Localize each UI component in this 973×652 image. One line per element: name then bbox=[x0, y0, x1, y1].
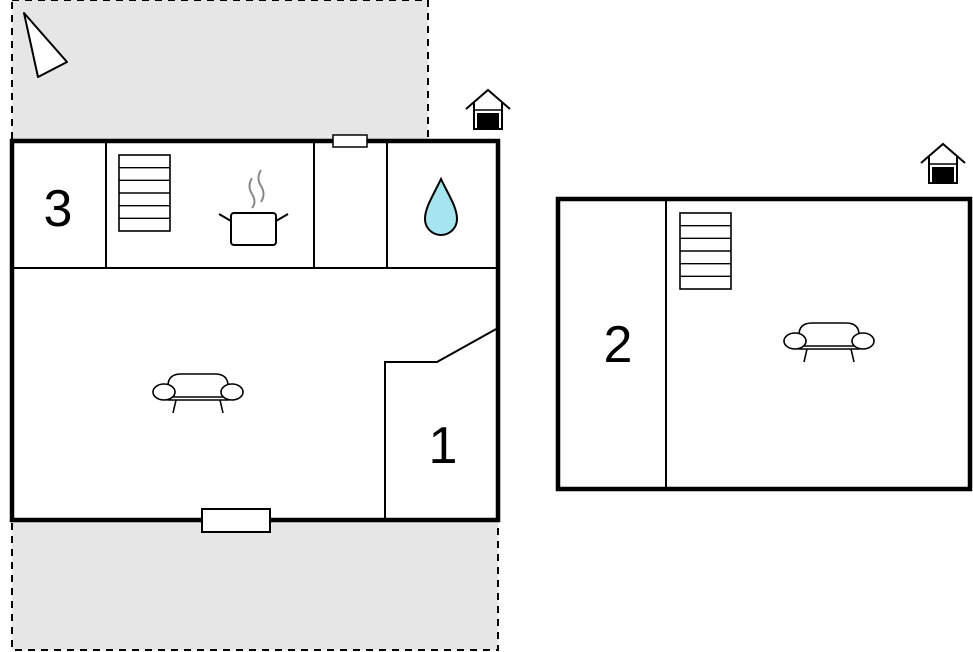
north-arrow-icon bbox=[23, 12, 68, 78]
house-icon bbox=[920, 143, 966, 184]
second-building bbox=[555, 196, 973, 492]
stairs-icon bbox=[118, 154, 171, 232]
room-number-1: 1 bbox=[429, 417, 458, 475]
window bbox=[332, 134, 368, 148]
main-building bbox=[9, 138, 501, 523]
stairs-icon bbox=[679, 212, 732, 290]
room-number-3: 3 bbox=[44, 180, 73, 238]
bedroom-wall bbox=[384, 327, 499, 520]
room-number-2: 2 bbox=[604, 316, 633, 374]
water-drop-icon bbox=[423, 176, 459, 236]
window bbox=[201, 508, 271, 533]
cooking-pot-icon bbox=[218, 169, 289, 246]
terrace-north bbox=[11, 0, 429, 142]
house-icon bbox=[465, 89, 511, 130]
terrace-south bbox=[11, 519, 499, 651]
